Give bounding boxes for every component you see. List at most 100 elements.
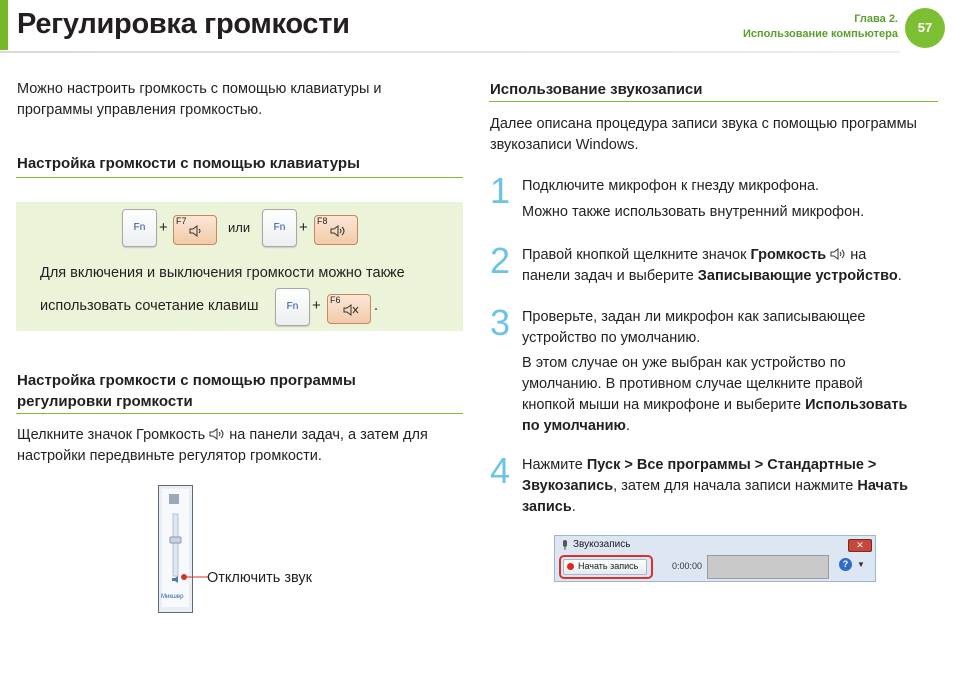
box-text-line-2: использовать сочетание клавиш	[40, 298, 259, 314]
fn-key: Fn	[122, 209, 157, 247]
f7-key-label: F7	[176, 216, 187, 226]
dropdown-arrow-icon[interactable]: ▼	[857, 560, 865, 569]
left-intro: Можно настроить громкость с помощью клав…	[17, 79, 382, 121]
step-2-text: Правой кнопкой щелкните значок Громкость…	[522, 245, 902, 287]
mute-callout-pointer	[181, 574, 208, 580]
volume-up-icon	[330, 225, 345, 237]
close-icon: ✕	[856, 540, 864, 550]
volume-icon	[209, 428, 224, 440]
start-recording-label: Начать запись	[578, 561, 639, 571]
step-2-recording-devices: Записывающие устройство	[697, 268, 898, 284]
f8-key-label: F8	[317, 216, 328, 226]
step-3-line-4: умолчанию. В противном случае щелкните п…	[522, 376, 863, 392]
step-4-period: .	[571, 499, 576, 515]
section-program-heading-line-1: Настройка громкости с помощью программы	[17, 372, 356, 389]
plus-sign: +	[159, 219, 168, 236]
recorder-title: Звукозапись	[573, 539, 631, 550]
program-text-part-a: Щелкните значок Громкость	[17, 427, 206, 443]
volume-down-icon	[189, 225, 201, 237]
f6-key-label: F6	[330, 295, 341, 305]
left-intro-line-1: Можно настроить громкость с помощью клав…	[17, 81, 382, 97]
plus-sign: +	[312, 297, 321, 314]
step-3-period: .	[625, 418, 630, 434]
microphone-icon	[563, 540, 567, 550]
f6-key: F6	[327, 294, 371, 324]
keyboard-shortcut-box: Fn + F7 или Fn + F8 Для включения и выкл…	[16, 202, 463, 331]
step-4-app-name: Звукозапись	[522, 478, 614, 494]
start-recording-button[interactable]: Начать запись	[563, 559, 647, 575]
step-2-part-a: Правой кнопкой щелкните значок	[522, 247, 751, 263]
section-program-heading-line-2: регулировки громкости	[17, 393, 193, 410]
step-3-text: Проверьте, задан ли микрофон как записыв…	[522, 307, 907, 437]
volume-slider-graphic	[169, 494, 182, 583]
fn-key-label: Fn	[273, 222, 286, 233]
step-1-line-1: Подключите микрофон к гнезду микрофона.	[522, 178, 820, 194]
plus-sign: +	[299, 219, 308, 236]
step-3-line-1: Проверьте, задан ли микрофон как записыв…	[522, 309, 866, 325]
page-number-badge: 57	[905, 8, 945, 48]
recording-intro-line-2: звукозаписи Windows.	[490, 137, 639, 153]
chapter-label: Глава 2. Использование компьютера	[743, 12, 898, 42]
recording-intro: Далее описана процедура записи звука с п…	[490, 114, 917, 156]
slider-track	[172, 513, 179, 577]
step-4-record-label: запись	[522, 499, 572, 515]
start-recording-highlight	[559, 555, 653, 579]
section-keyboard-rule	[16, 177, 463, 178]
sound-recorder-window: Звукозапись ✕ Начать запись 0:00:00 ? ▼	[554, 535, 876, 582]
step-2-line-1: Правой кнопкой щелкните значок Громкость…	[522, 245, 902, 266]
mute-icon	[343, 304, 359, 316]
step-2-volume-label: Громкость	[750, 247, 827, 263]
recorder-level-meter	[707, 555, 829, 579]
f7-key: F7	[173, 215, 217, 245]
chapter-number: Глава 2.	[854, 13, 898, 25]
step-4-line-3: запись.	[522, 497, 908, 518]
header-accent-bar	[0, 0, 8, 50]
step-4-start-label: Начать	[857, 478, 909, 494]
fn-key-2: Fn	[262, 209, 297, 247]
step-4-menu-path: Пуск > Все программы > Стандартные >	[586, 457, 877, 473]
volume-slider-window: Микшер	[158, 485, 193, 613]
program-text-line-2: настройки передвиньте регулятор громкост…	[17, 448, 322, 464]
step-2-part-d: панели задач и выберите	[522, 268, 698, 284]
section-program-rule	[16, 413, 463, 414]
recording-intro-line-1: Далее описана процедура записи звука с п…	[490, 116, 917, 132]
program-text-part-b: на панели задач, а затем для	[229, 427, 428, 443]
step-2-number: 2	[490, 240, 511, 281]
mixer-link[interactable]: Микшер	[161, 594, 184, 600]
page-title: Регулировка громкости	[17, 8, 350, 40]
mute-callout-label: Отключить звук	[207, 570, 312, 586]
program-text-line-1: Щелкните значок Громкость на панели зада…	[17, 425, 428, 446]
step-4-number: 4	[490, 450, 511, 491]
step-3-line-5: кнопкой мыши на микрофоне и выберите Исп…	[522, 395, 907, 416]
slider-thumb[interactable]	[169, 536, 182, 544]
step-4-part-a: Нажмите	[522, 457, 587, 473]
step-4-text: Нажмите Пуск > Все программы > Стандартн…	[522, 455, 908, 518]
step-3-part-a: кнопкой мыши на микрофоне и выберите	[522, 397, 806, 413]
or-label: или	[228, 220, 251, 235]
section-program-heading: Настройка громкости с помощью программы …	[17, 370, 356, 412]
step-4-line-2: Звукозапись, затем для начала записи наж…	[522, 476, 908, 497]
f8-key: F8	[314, 215, 358, 245]
step-2-period: .	[897, 268, 902, 284]
volume-icon	[830, 248, 845, 260]
speaker-device-icon	[169, 494, 179, 504]
header-divider	[0, 51, 900, 53]
step-4-part-d: , затем для начала записи нажмите	[613, 478, 858, 494]
recording-rule	[489, 101, 938, 102]
step-3-default-label: по умолчанию	[522, 418, 626, 434]
left-intro-line-2: программы управления громкостью.	[17, 102, 263, 118]
record-icon	[567, 563, 574, 570]
step-3-line-2: устройство по умолчанию.	[522, 330, 701, 346]
step-4-line-1: Нажмите Пуск > Все программы > Стандартн…	[522, 455, 908, 476]
mute-speaker-icon[interactable]	[172, 576, 178, 583]
chapter-name: Использование компьютера	[742, 28, 898, 40]
help-icon[interactable]: ?	[839, 558, 852, 571]
step-1-text: Подключите микрофон к гнезду микрофона. …	[522, 176, 864, 223]
recorder-time: 0:00:00	[672, 561, 703, 571]
step-1-line-2: Можно также использовать внутренний микр…	[522, 204, 865, 220]
step-3-use-label: Использовать	[805, 397, 908, 413]
step-3-line-6: по умолчанию.	[522, 416, 907, 437]
box-text-line-1: Для включения и выключения громкости мож…	[40, 265, 405, 281]
close-button[interactable]: ✕	[848, 539, 872, 552]
section-keyboard-heading: Настройка громкости с помощью клавиатуры	[17, 155, 360, 172]
